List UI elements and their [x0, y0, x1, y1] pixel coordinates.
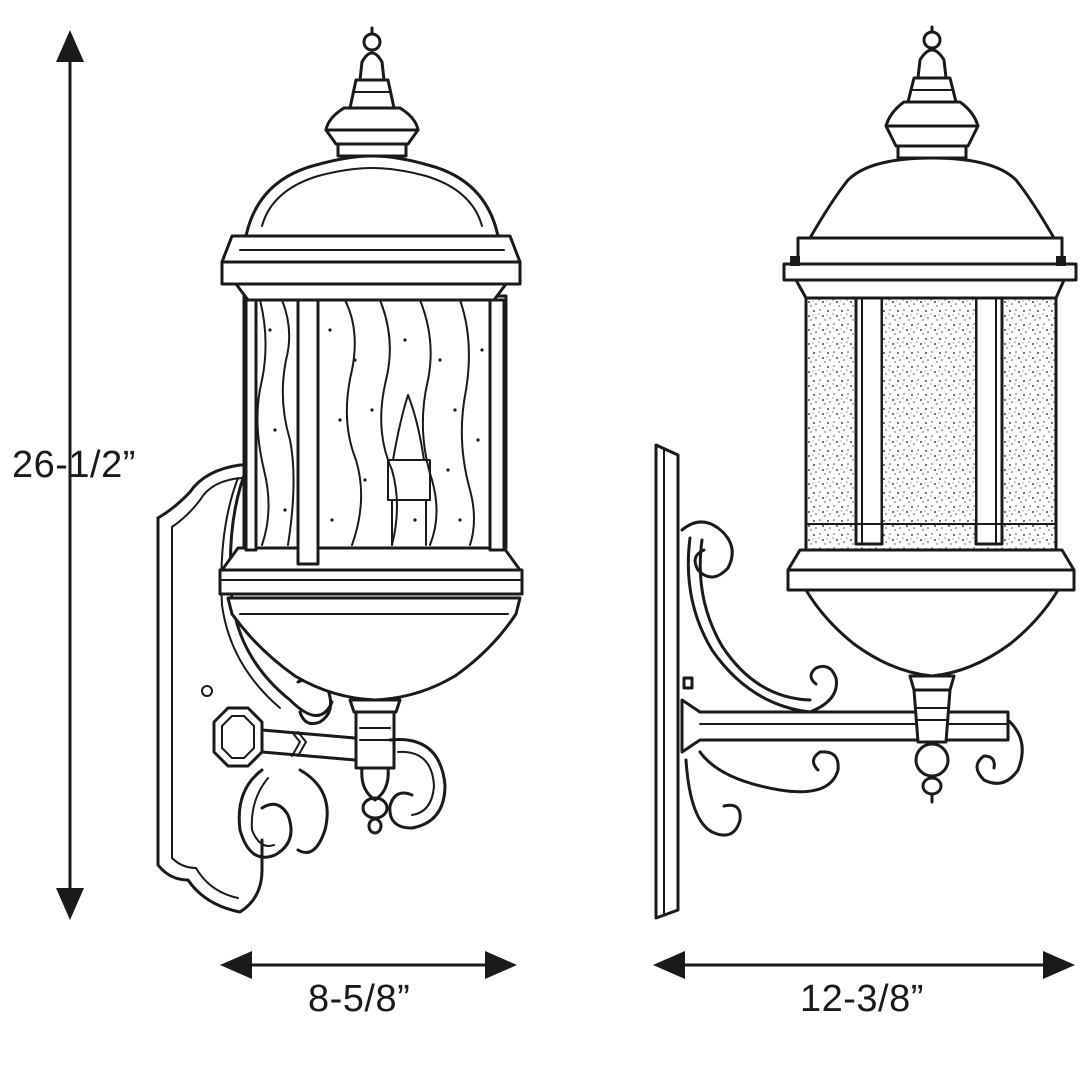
- side-view-lantern: [654, 25, 1078, 920]
- front-view-lantern: [156, 26, 524, 914]
- front-width-dimension-arrow: [220, 951, 517, 979]
- side-width-dimension-label: 12-3/8”: [800, 978, 924, 1020]
- side-width-dimension-arrow: [653, 951, 1075, 979]
- height-dimension-label: 26-1/2”: [12, 444, 136, 486]
- front-width-dimension-label: 8-5/8”: [308, 978, 411, 1020]
- height-dimension-arrow: [56, 30, 84, 920]
